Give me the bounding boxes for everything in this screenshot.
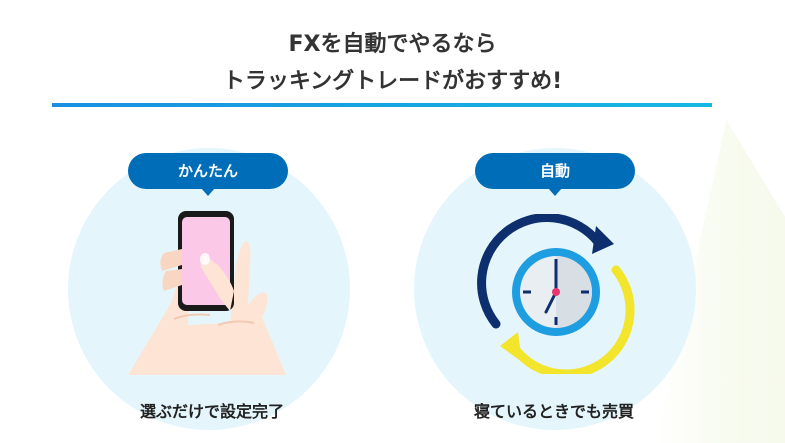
feature-easy-badge: かんたん bbox=[128, 153, 288, 196]
page-title-line-1: FXを自動でやるなら bbox=[288, 32, 497, 57]
hand-holding-smartphone-icon bbox=[128, 211, 286, 375]
page-title-line-2: トラッキングトレードがおすすめ! bbox=[222, 69, 563, 94]
title-divider bbox=[52, 103, 712, 107]
clock-with-cycle-arrows-icon bbox=[477, 214, 635, 374]
feature-auto-badge: 自動 bbox=[475, 153, 635, 196]
page-title: FXを自動でやるなら トラッキングトレードがおすすめ! bbox=[0, 26, 785, 100]
feature-easy-caption: 選ぶだけで設定完了 bbox=[139, 402, 284, 421]
feature-auto-caption: 寝ているときでも売買 bbox=[473, 402, 634, 421]
